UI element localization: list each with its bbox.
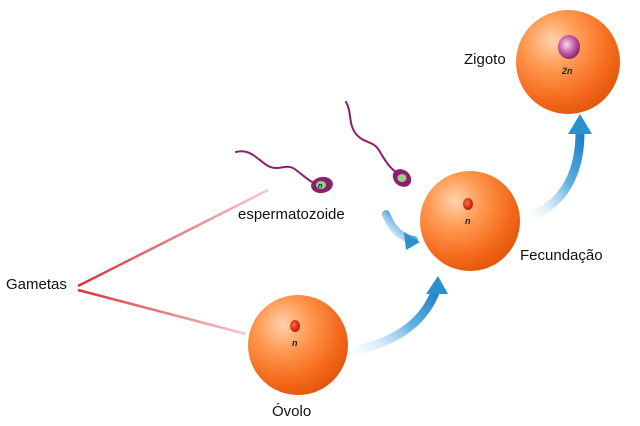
gametes-connectors bbox=[77, 188, 269, 336]
sperm-cell-upper bbox=[345, 101, 412, 187]
arrow-fertilization-to-zygote bbox=[531, 127, 585, 219]
arrow-ovum-to-fertilization bbox=[353, 285, 441, 355]
ovum-cell: n bbox=[248, 295, 348, 395]
ovum-label: Óvolo bbox=[272, 403, 312, 420]
sperm-label: espermatozoide bbox=[238, 206, 345, 223]
svg-text:n: n bbox=[318, 183, 322, 190]
zygote-cell: 2n bbox=[516, 10, 620, 114]
arrow-fertilization-to-zygote-head bbox=[568, 114, 592, 134]
fertilization-label: Fecundação bbox=[520, 247, 603, 264]
sperm-cell-left: n bbox=[235, 150, 333, 194]
zygote-nucleus bbox=[558, 35, 580, 59]
connector-to-sperm bbox=[77, 188, 269, 288]
arrow-ovum-to-fertilization-head bbox=[426, 276, 448, 294]
ovum-ploidy: n bbox=[292, 338, 298, 348]
connector-to-ovum bbox=[77, 288, 247, 336]
ovum-nucleus bbox=[290, 320, 300, 332]
arrow-sperm-to-egg-head bbox=[404, 232, 420, 250]
zygote-ploidy: 2n bbox=[561, 66, 573, 76]
fertilization-ploidy: n bbox=[465, 216, 471, 226]
fertilization-nucleus bbox=[463, 198, 473, 210]
fertilization-cell: n bbox=[420, 171, 520, 271]
zygote-label: Zigoto bbox=[464, 51, 506, 68]
gametes-label: Gametas bbox=[6, 276, 67, 293]
